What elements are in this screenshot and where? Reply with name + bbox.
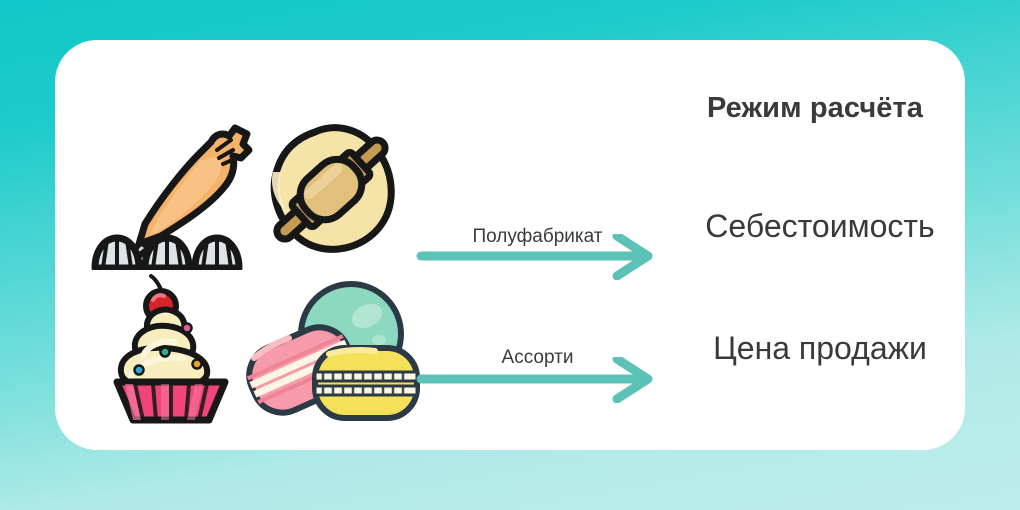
outcome-sale-price: Цена продажи [713, 330, 927, 366]
macarons-icon [246, 281, 420, 421]
arrow-right-icon [416, 357, 653, 403]
page-title: Режим расчёта [706, 92, 924, 124]
arrow-right-icon [416, 234, 653, 280]
meringue-dollop [91, 234, 143, 272]
arrow-label-semifinished: Полуфабрикат [472, 226, 603, 247]
rolling-pin-icon [270, 124, 395, 253]
content-card: Режим расчёта [55, 40, 965, 450]
flow-row-semifinished: Полуфабрикат [415, 192, 660, 280]
piping-bag-illustration [83, 120, 261, 272]
flow-row-assorted: Ассорти [415, 315, 660, 403]
macaron-yellow [312, 345, 420, 421]
meringue-dollop [191, 234, 243, 272]
piping-bag-icon [91, 124, 253, 272]
arrow-label-assorted: Ассорти [501, 347, 574, 368]
rolling-pin-illustration [251, 118, 419, 270]
meringue-dollop [141, 234, 193, 272]
cupcake-illustration [91, 272, 251, 424]
macarons-illustration [241, 278, 425, 424]
cupcake-icon [113, 274, 229, 424]
outcome-cost-price: Себестоимость [705, 208, 935, 244]
